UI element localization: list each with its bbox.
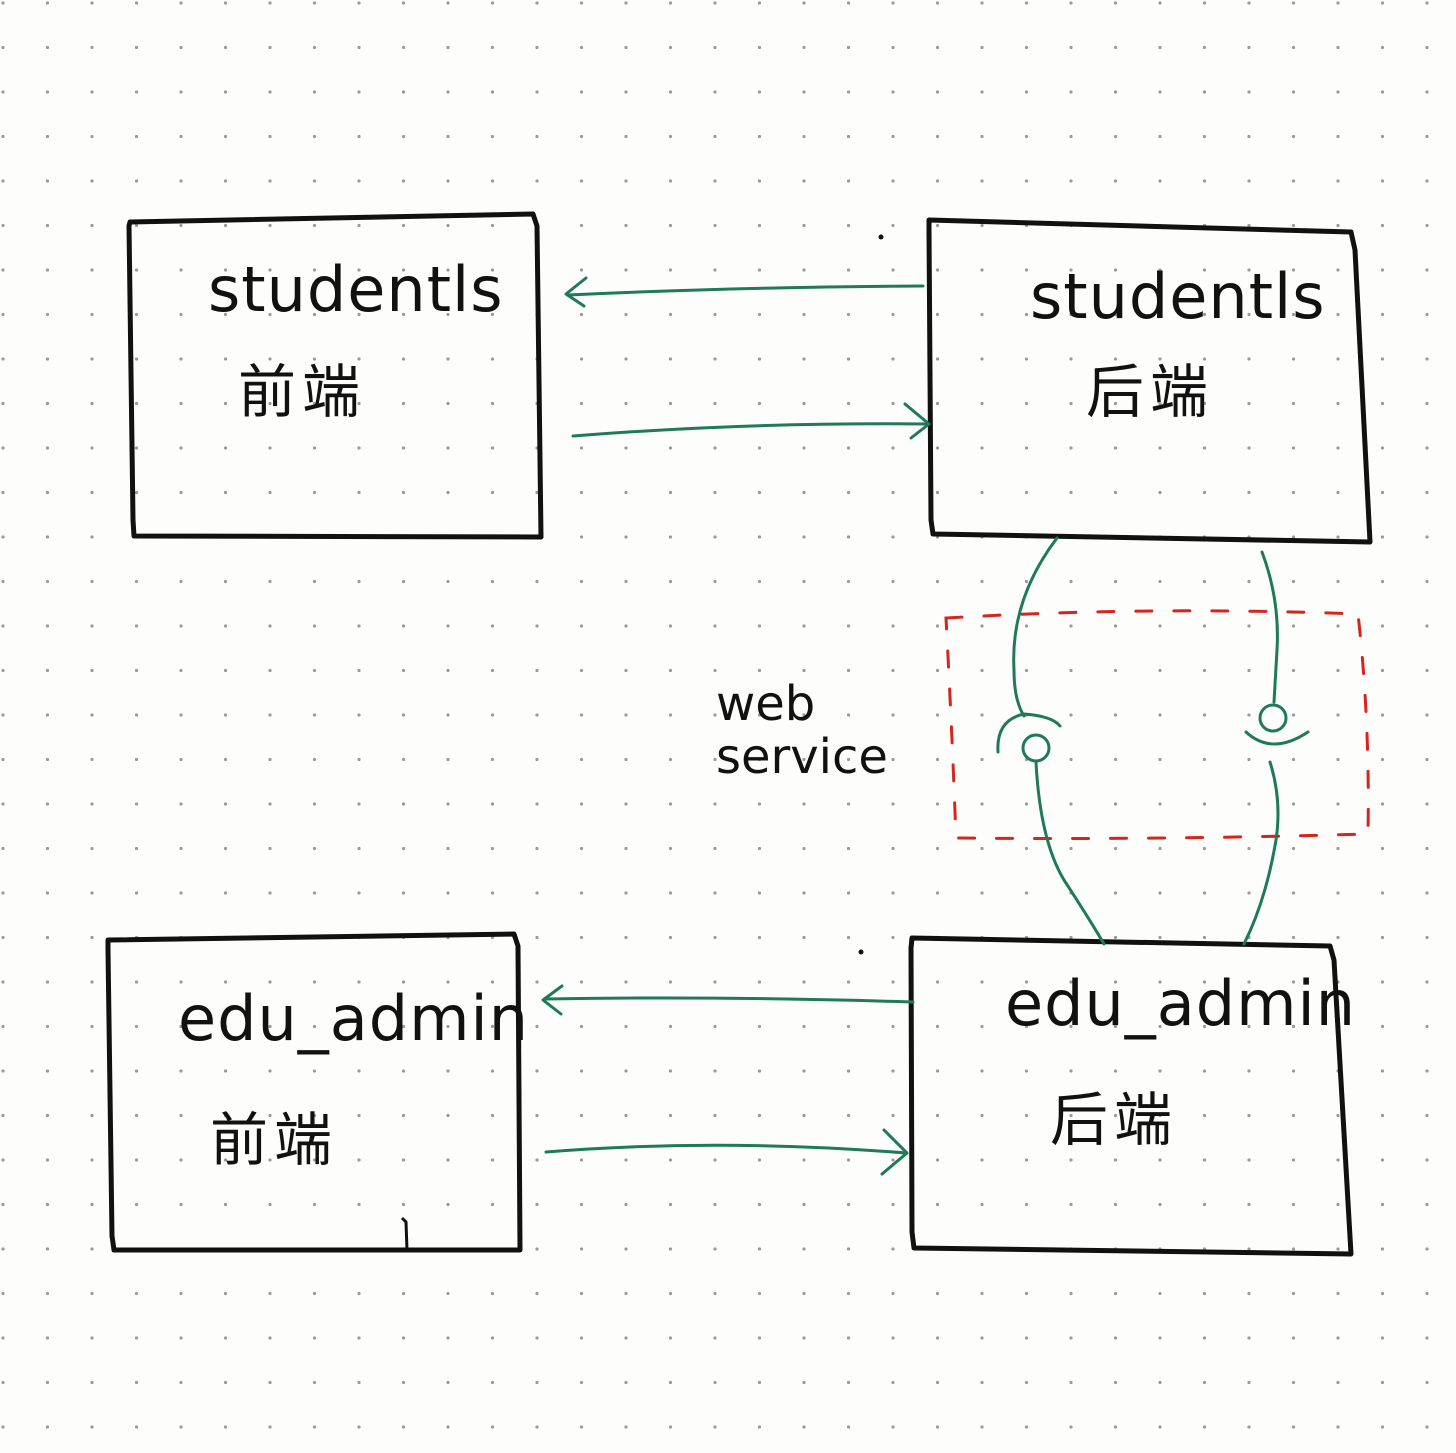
arrow-edu-admin-frontend-to-backend — [544, 1128, 909, 1176]
box-edu-admin-backend-border — [908, 935, 1354, 1257]
box-edu-admin-frontend-subtitle: 前端 — [210, 1106, 338, 1174]
connector-line-top — [1260, 550, 1279, 704]
arrow-students-frontend-to-backend — [571, 402, 931, 440]
box-edu-admin-backend-subtitle: 后端 — [1050, 1086, 1178, 1154]
arrow-head — [903, 402, 931, 440]
arrow-line — [544, 1143, 908, 1155]
web-service-label-line1: web — [716, 676, 815, 732]
arrow-line — [543, 996, 915, 1004]
box-students-frontend-border — [126, 211, 544, 540]
box-students-backend-subtitle: 后端 — [1086, 358, 1214, 426]
web-service-label-line2: service — [716, 729, 888, 785]
arrow-line — [571, 422, 931, 438]
arrow-edu-admin-backend-to-frontend — [541, 984, 915, 1016]
socket-arc-icon — [1244, 730, 1310, 746]
box-students-backend-title: studentls — [1030, 260, 1326, 333]
web-service-label: web service — [716, 676, 888, 785]
arrow-line — [566, 284, 925, 297]
box-students-frontend-subtitle: 前端 — [238, 358, 366, 426]
box-students-backend[interactable]: studentls 后端 — [926, 217, 1373, 545]
arrow-head — [880, 1128, 909, 1176]
box-students-backend-border — [926, 217, 1373, 545]
web-service-boundary — [944, 609, 1370, 840]
socket-arc-icon — [996, 712, 1062, 754]
box-edu-admin-frontend-border — [105, 931, 523, 1253]
box-edu-admin-backend-title: edu_admin — [1005, 967, 1356, 1040]
arrow-students-backend-to-frontend — [564, 276, 925, 308]
box-edu-admin-backend[interactable]: edu_admin 后端 — [908, 935, 1356, 1257]
connector-line-bottom — [1034, 760, 1106, 946]
box-students-frontend[interactable]: studentls 前端 — [126, 211, 544, 540]
stray-dot — [878, 234, 884, 240]
box-edu-admin-frontend-title: edu_admin — [178, 982, 529, 1055]
arrow-head — [564, 276, 588, 308]
lollipop-ball-icon — [1258, 703, 1288, 733]
box-students-frontend-title: studentls — [208, 253, 504, 326]
connector-line-bottom — [1242, 760, 1280, 946]
connector-line-top — [1012, 536, 1059, 718]
stray-pen-mark — [400, 1216, 409, 1251]
stray-dot — [858, 949, 864, 955]
box-edu-admin-frontend[interactable]: edu_admin 前端 — [105, 931, 529, 1253]
interface-connector-left — [996, 536, 1106, 946]
interface-connector-right — [1242, 550, 1310, 946]
arrow-head — [541, 984, 564, 1016]
